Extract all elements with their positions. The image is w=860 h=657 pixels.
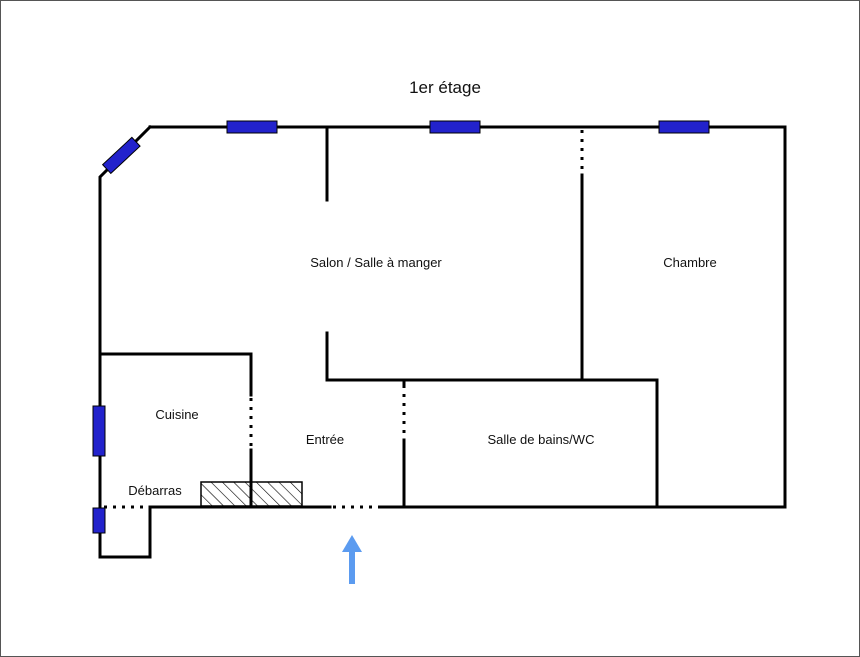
- window-top-1: [226, 120, 278, 134]
- windows: [92, 120, 710, 534]
- room-label-salon: Salon / Salle à manger: [310, 255, 442, 270]
- room-label-chambre: Chambre: [663, 255, 716, 270]
- window-corner: [101, 136, 141, 175]
- window-left-kitchen: [92, 405, 106, 457]
- up-arrow-icon: [342, 535, 362, 584]
- interior-walls: [98, 125, 659, 509]
- room-label-sdb: Salle de bains/WC: [488, 432, 595, 447]
- room-label-entree: Entrée: [306, 432, 344, 447]
- window-top-3: [658, 120, 710, 134]
- room-label-debarras: Débarras: [128, 483, 182, 498]
- room-label-cuisine: Cuisine: [155, 407, 198, 422]
- door-openings: [104, 130, 584, 509]
- window-top-2: [429, 120, 481, 134]
- window-left-debarras: [92, 507, 106, 534]
- floor-title: 1er étage: [409, 78, 481, 97]
